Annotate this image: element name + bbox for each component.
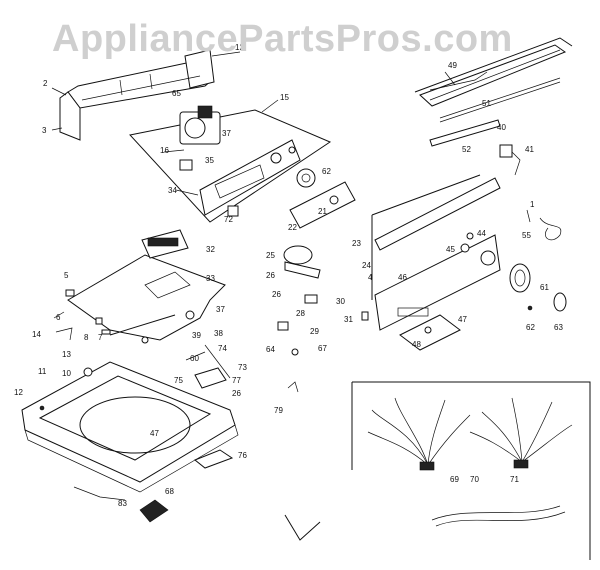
callout-41: 41 <box>525 145 534 154</box>
callout-37b: 37 <box>216 305 225 314</box>
misc-hardware <box>284 311 369 541</box>
pulley-assembly <box>509 209 567 312</box>
lid-switch <box>185 344 231 389</box>
callout-60: 60 <box>190 354 199 363</box>
callout-39: 39 <box>192 331 201 340</box>
callout-34: 34 <box>168 186 177 195</box>
callout-14: 14 <box>32 330 41 339</box>
callout-49: 49 <box>448 61 457 70</box>
callout-72: 72 <box>224 215 233 224</box>
callout-6: 6 <box>56 313 61 322</box>
callout-33: 33 <box>206 274 215 283</box>
callout-40: 40 <box>497 123 506 132</box>
top-cover <box>67 229 226 341</box>
callout-61: 61 <box>540 283 549 292</box>
console-backsplash <box>59 49 215 141</box>
callout-52: 52 <box>462 145 471 154</box>
callout-47b: 47 <box>150 429 159 438</box>
callout-5: 5 <box>64 271 69 280</box>
callout-73: 73 <box>238 363 247 372</box>
callout-47a: 47 <box>458 315 467 324</box>
callout-8: 8 <box>84 333 89 342</box>
callout-labels: 2 3 12 65 15 16 37 35 34 72 62 22 21 49 … <box>14 43 563 508</box>
callout-4: 4 <box>368 273 373 282</box>
callout-38: 38 <box>214 329 223 338</box>
callout-69: 69 <box>450 475 459 484</box>
callout-71: 71 <box>510 475 519 484</box>
callout-64: 64 <box>266 345 275 354</box>
callout-46: 46 <box>398 273 407 282</box>
control-panel <box>129 105 356 229</box>
wire-harness-inset <box>351 381 591 560</box>
callout-35: 35 <box>205 156 214 165</box>
callout-65: 65 <box>172 89 181 98</box>
callout-32: 32 <box>206 245 215 254</box>
callout-51: 51 <box>482 99 491 108</box>
callout-55: 55 <box>522 231 531 240</box>
callout-31: 31 <box>344 315 353 324</box>
callout-83: 83 <box>118 499 127 508</box>
callout-68: 68 <box>165 487 174 496</box>
callout-70: 70 <box>470 475 479 484</box>
callout-10: 10 <box>62 369 71 378</box>
callout-74: 74 <box>218 344 227 353</box>
callout-15: 15 <box>280 93 289 102</box>
callout-62a: 62 <box>322 167 331 176</box>
callout-37a: 37 <box>222 129 231 138</box>
callout-79: 79 <box>274 406 283 415</box>
callout-45: 45 <box>446 245 455 254</box>
callout-29: 29 <box>310 327 319 336</box>
callout-75: 75 <box>174 376 183 385</box>
callout-26c: 26 <box>232 389 241 398</box>
callout-23: 23 <box>352 239 361 248</box>
callout-26a: 26 <box>266 271 275 280</box>
callout-25: 25 <box>266 251 275 260</box>
callout-26b: 26 <box>272 290 281 299</box>
callout-13: 13 <box>62 350 71 359</box>
cabinet-top <box>21 361 239 493</box>
rear-panel <box>371 174 501 351</box>
callout-16: 16 <box>160 146 169 155</box>
callout-22: 22 <box>288 223 297 232</box>
callout-30: 30 <box>336 297 345 306</box>
callout-21: 21 <box>318 207 327 216</box>
callout-12b: 12 <box>14 388 23 397</box>
callout-44: 44 <box>477 229 486 238</box>
hinge-hardware <box>53 289 169 523</box>
callout-28: 28 <box>296 309 305 318</box>
water-level-switch <box>277 245 321 331</box>
leader-lines <box>51 51 488 196</box>
watermark: AppliancePartsPros.com <box>52 18 513 60</box>
callout-3: 3 <box>42 126 47 135</box>
callout-11: 11 <box>38 367 47 376</box>
callout-48: 48 <box>412 340 421 349</box>
top-rail-assembly <box>414 37 573 176</box>
callout-63: 63 <box>554 323 563 332</box>
callout-2: 2 <box>43 79 48 88</box>
callout-76: 76 <box>238 451 247 460</box>
callout-67: 67 <box>318 344 327 353</box>
callout-7: 7 <box>98 333 103 342</box>
callout-24: 24 <box>362 261 371 270</box>
callout-12a: 12 <box>235 43 244 52</box>
callout-77: 77 <box>232 376 241 385</box>
callout-62b: 62 <box>526 323 535 332</box>
callout-1: 1 <box>530 200 535 209</box>
